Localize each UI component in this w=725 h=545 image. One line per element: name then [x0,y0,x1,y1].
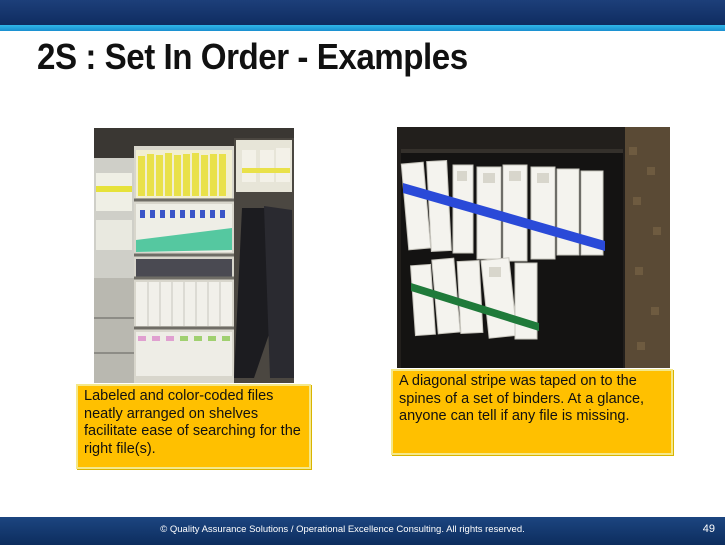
binders-photo-illustration [397,127,670,368]
slide-title: 2S : Set In Order - Examples [37,36,468,77]
shelves-photo [94,128,294,383]
page-number: 49 [702,523,715,535]
binders-caption: A diagonal stripe was taped on to the sp… [391,369,673,455]
header-bar [0,0,725,25]
binders-photo [397,127,670,368]
copyright-text: © Quality Assurance Solutions / Operatio… [160,524,525,535]
shelves-photo-illustration [94,128,294,383]
shelves-caption: Labeled and color-coded files neatly arr… [76,384,311,469]
header-accent-stripe [0,25,725,31]
footer-bar: © Quality Assurance Solutions / Operatio… [0,517,725,545]
